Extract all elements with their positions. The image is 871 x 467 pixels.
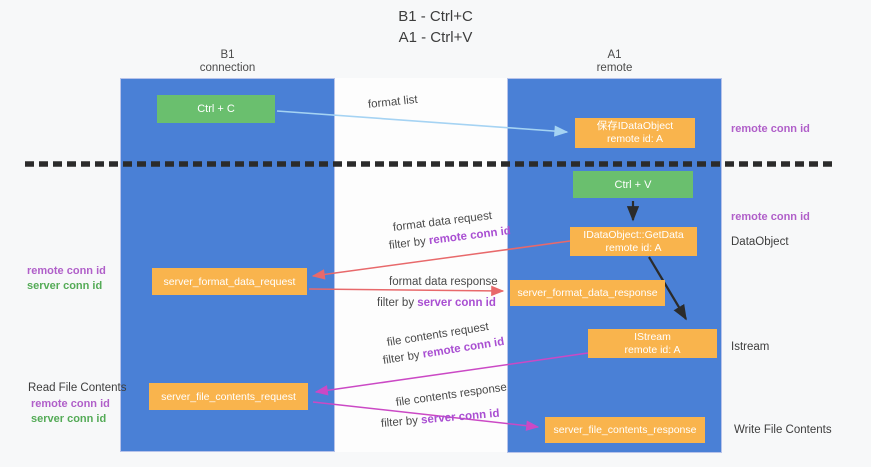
server-file-contents-response-box: server_file_contents_response	[545, 417, 705, 443]
lane-a1-subtitle: remote	[596, 62, 633, 74]
left-server-conn-id-2: server conn id	[31, 413, 107, 425]
lane-header-a1: A1 remote	[507, 49, 722, 75]
right-remote-conn-id-2: remote conn id	[731, 211, 810, 223]
filter-by-server-conn-id-label-1: filter by server conn id	[377, 297, 496, 309]
left-remote-conn-id-2: remote conn id	[31, 398, 110, 410]
lane-b1-title: B1	[220, 49, 235, 61]
idataobject-getdata-box: IDataObject::GetData remote id: A	[570, 227, 697, 256]
right-remote-conn-id-1: remote conn id	[731, 123, 810, 135]
filter-by-prefix: filter by	[377, 297, 418, 309]
server-file-contents-request-box: server_file_contents_request	[149, 383, 308, 410]
server-file-contents-response-label: server_file_contents_response	[553, 424, 697, 436]
left-server-conn-id-1: server conn id	[27, 280, 103, 292]
left-read-file-contents-label: Read File Contents	[28, 382, 127, 394]
ctrl-v-box: Ctrl + V	[573, 171, 693, 198]
istream-line2: remote id: A	[624, 343, 681, 356]
diagram-title: B1 - Ctrl+C A1 - Ctrl+V	[0, 6, 871, 48]
ctrl-c-box: Ctrl + C	[157, 95, 275, 123]
server-conn-id-highlight: server conn id	[417, 297, 496, 309]
right-istream-label: Istream	[731, 341, 770, 353]
ctrl-c-label: Ctrl + C	[197, 103, 235, 115]
server-file-contents-request-label: server_file_contents_request	[161, 390, 296, 403]
server-format-data-request-label: server_format_data_request	[163, 275, 296, 288]
lane-header-b1: B1 connection	[120, 49, 335, 75]
istream-box: IStream remote id: A	[588, 329, 717, 358]
ctrl-v-label: Ctrl + V	[614, 178, 652, 191]
getdata-line1: IDataObject::GetData	[583, 228, 684, 241]
save-idataobject-line2: remote id: A	[606, 133, 664, 145]
istream-line1: IStream	[634, 330, 671, 343]
lane-a1-title: A1	[607, 49, 622, 61]
format-data-response-label: format data response	[389, 276, 498, 288]
right-dataobject-label: DataObject	[731, 236, 789, 248]
server-format-data-request-box: server_format_data_request	[152, 268, 307, 295]
right-write-file-contents-label: Write File Contents	[734, 424, 832, 436]
left-remote-conn-id-1: remote conn id	[27, 265, 106, 277]
save-idataobject-line1: 保存IDataObject	[596, 120, 674, 132]
lane-b1-subtitle: connection	[199, 62, 256, 74]
title-line-1: B1 - Ctrl+C	[398, 8, 473, 25]
title-line-2: A1 - Ctrl+V	[398, 29, 473, 46]
save-idataobject-box: 保存IDataObject remote id: A	[575, 118, 695, 148]
getdata-line2: remote id: A	[605, 241, 662, 254]
server-format-data-response-box: server_format_data_response	[510, 280, 665, 306]
server-format-data-response-label: server_format_data_response	[517, 287, 658, 299]
